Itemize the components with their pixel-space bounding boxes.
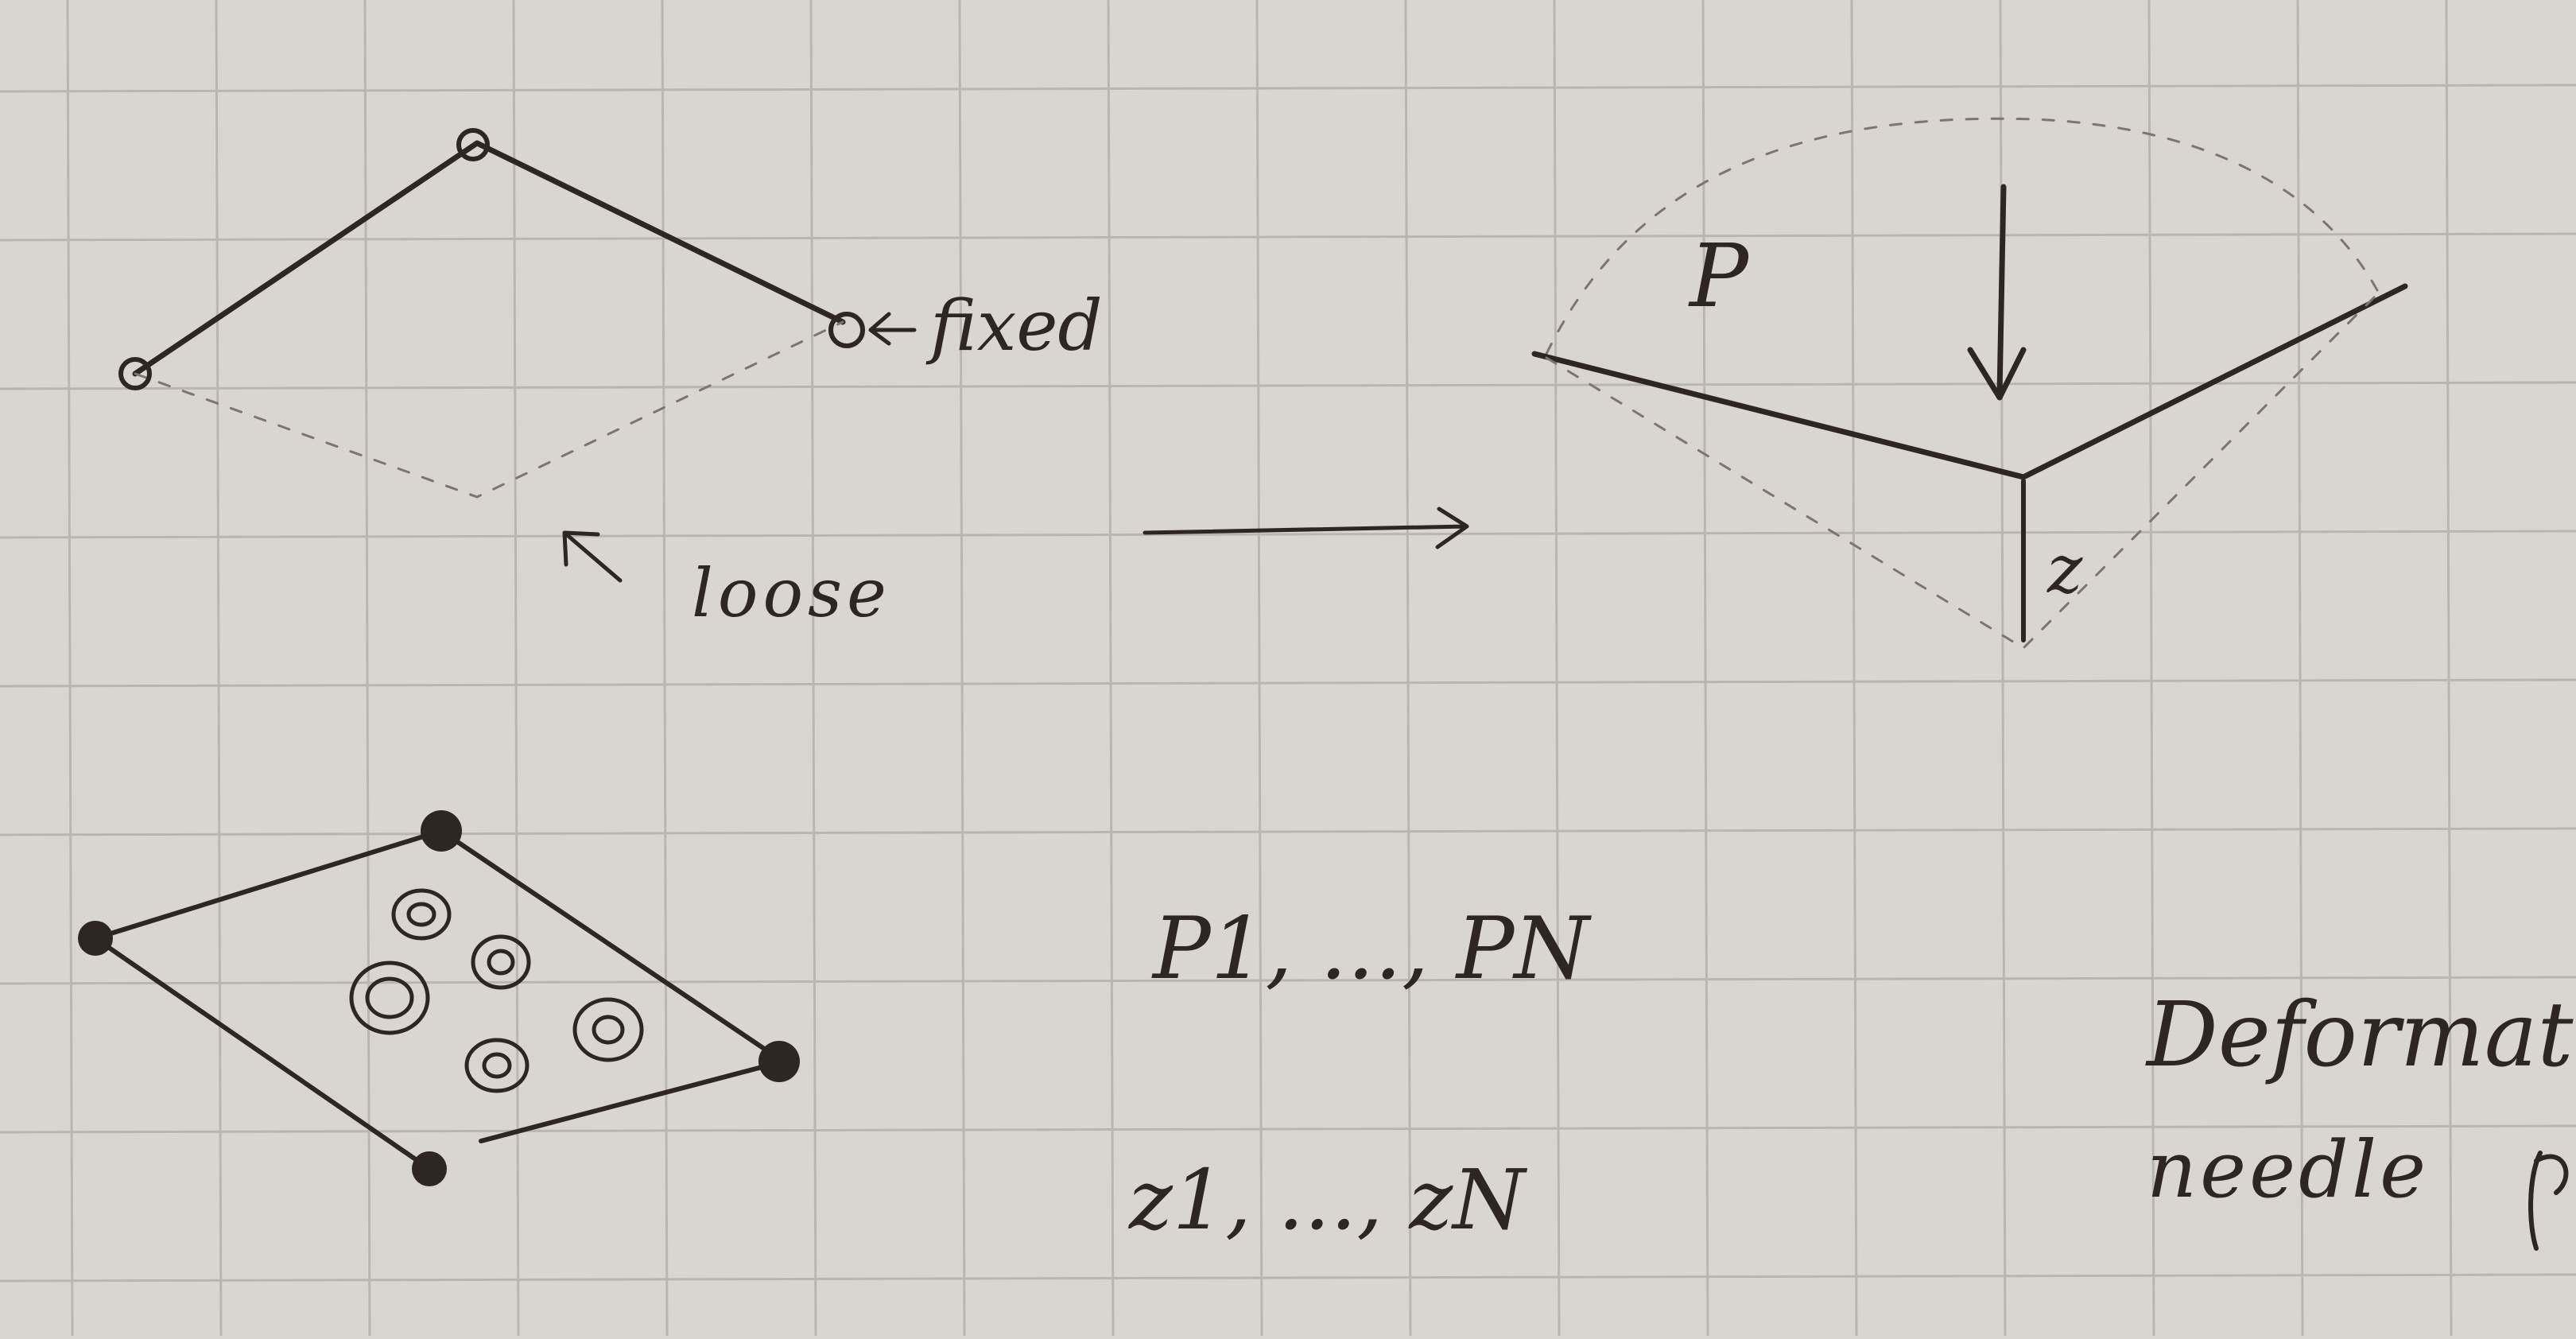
grid-line-vertical (1850, 0, 1858, 1337)
loaded-wire-sketch: P z (1531, 117, 2408, 650)
corner-node-left (78, 921, 113, 956)
loose-arrow-icon (562, 530, 623, 583)
displacements-list: z1, ..., zN (1127, 1151, 1527, 1248)
grid-line-vertical (809, 0, 817, 1337)
grid-line-vertical (512, 0, 520, 1337)
grid-line-vertical (1404, 0, 1412, 1337)
grid-line-horizontal (0, 1273, 2576, 1283)
grid-line-vertical (661, 0, 669, 1337)
grid-line-vertical (1553, 0, 1561, 1337)
grid-line-vertical (2147, 0, 2155, 1337)
note-cut-glyph (2528, 1151, 2569, 1251)
interior-nodes (349, 888, 644, 1093)
grid-line-horizontal (0, 976, 2576, 985)
note-line-2: needle (2147, 1125, 2429, 1216)
grid-line-horizontal (0, 678, 2576, 688)
top-node (456, 128, 490, 161)
deformed-wire (1531, 283, 2408, 480)
grid-line-horizontal (0, 83, 2576, 93)
membrane-sketch (78, 810, 800, 1186)
grid-line-vertical (1701, 0, 1709, 1337)
arc-dashed (1545, 117, 2379, 355)
grid-line-vertical (2445, 0, 2453, 1337)
edge-bottom-left (93, 936, 432, 1171)
edge-bottom-right (479, 1059, 786, 1143)
grid-line-vertical (363, 0, 371, 1337)
note-line-1: Deformat (2145, 984, 2574, 1087)
fixed-node (828, 312, 865, 348)
edge-top-right (439, 829, 786, 1064)
corner-node-right (758, 1041, 800, 1082)
grid-line-vertical (2296, 0, 2304, 1337)
loose-label: loose (692, 554, 891, 632)
grid-line-horizontal (0, 827, 2576, 836)
force-label: P (1688, 225, 1750, 327)
grid-line-vertical (215, 0, 223, 1337)
displacement-label: z (2046, 530, 2083, 608)
corner-node-bottom (412, 1151, 447, 1186)
wire-loose-dashed (134, 320, 844, 499)
grid-line-horizontal (0, 381, 2576, 390)
grid-line-horizontal (0, 232, 2576, 242)
original-wire-dashed (1545, 293, 2379, 650)
grid-line-vertical (66, 0, 74, 1337)
left-node (118, 357, 152, 390)
grid-line-vertical (958, 0, 966, 1337)
unloaded-wire-sketch: fixed loose (118, 128, 1103, 632)
force-arrow-icon (1967, 184, 2027, 401)
grid-line-horizontal (0, 530, 2576, 539)
edge-top-left (93, 829, 444, 941)
fixed-label: fixed (925, 285, 1103, 367)
grid-line-horizontal (0, 1124, 2576, 1134)
grid-line-vertical (1255, 0, 1263, 1337)
fixed-arrow-icon (868, 312, 917, 346)
grid-line-vertical (1107, 0, 1115, 1337)
transition-arrow-icon (1143, 506, 1469, 549)
forces-list: P1, ..., PN (1151, 899, 1592, 999)
corner-node-top (421, 810, 462, 852)
wire-solid (132, 140, 846, 377)
